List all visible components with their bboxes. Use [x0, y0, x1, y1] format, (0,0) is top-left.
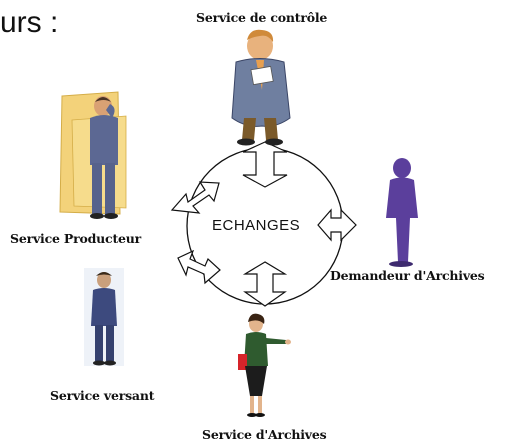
- label-producteur: Service Producteur: [10, 231, 142, 246]
- heading-text: urs :: [0, 6, 59, 39]
- figure-demandeur: [386, 158, 418, 267]
- arrow-right: [317, 208, 357, 242]
- figure-controle: [231, 29, 291, 146]
- figure-producteur: [59, 91, 127, 219]
- figure-archives: [238, 313, 291, 417]
- arrow-bottom: [242, 261, 288, 307]
- figure-versant: [84, 268, 124, 366]
- arrow-lower-left: [177, 249, 221, 285]
- arrow-top: [242, 141, 288, 188]
- label-versant: Service versant: [50, 388, 155, 403]
- label-demandeur: Demandeur d'Archives: [330, 268, 485, 283]
- center-label: ECHANGES: [212, 217, 301, 234]
- arrow-upper-left: [170, 181, 220, 214]
- label-archives: Service d'Archives: [202, 427, 327, 442]
- label-controle: Service de contrôle: [196, 10, 328, 25]
